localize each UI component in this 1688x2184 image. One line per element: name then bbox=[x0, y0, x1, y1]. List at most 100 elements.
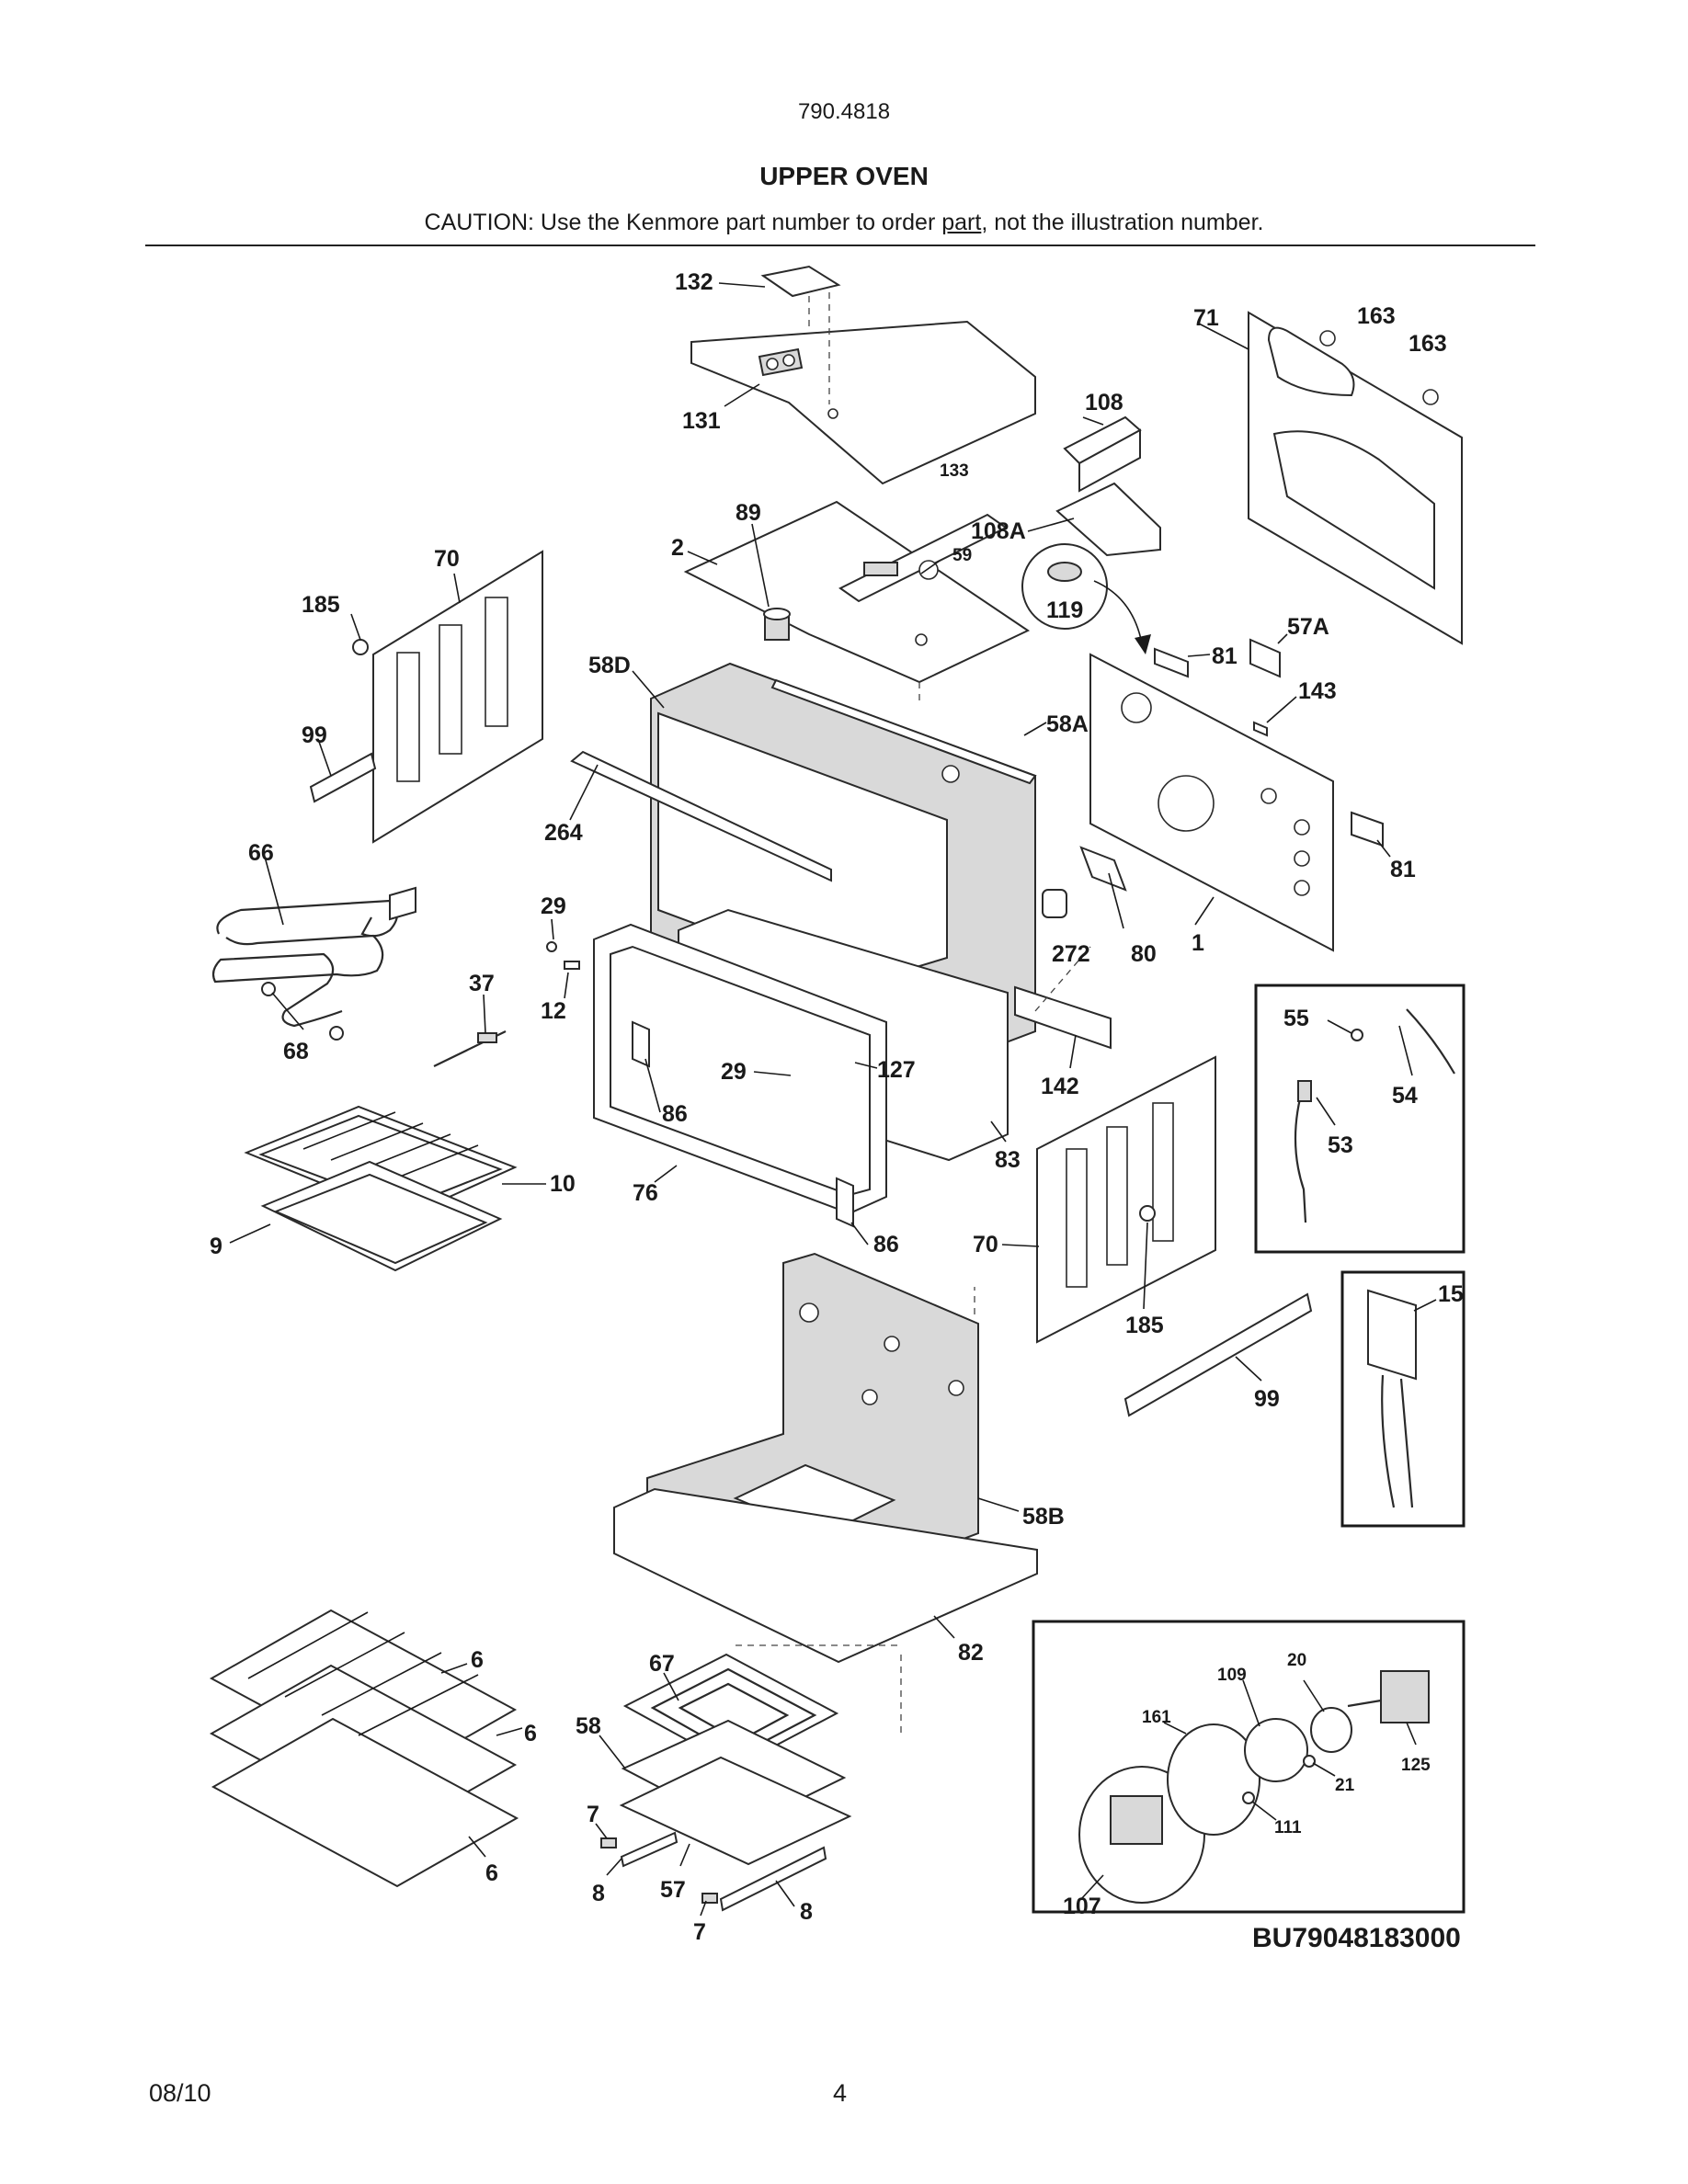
label-82: 82 bbox=[958, 1640, 984, 1666]
nut-21-part bbox=[1303, 1755, 1316, 1768]
label-15: 15 bbox=[1438, 1281, 1464, 1307]
label-58a: 58A bbox=[1046, 711, 1089, 737]
thermostat-callout bbox=[1021, 543, 1151, 654]
label-55: 55 bbox=[1283, 1006, 1309, 1031]
bottom-frame-part bbox=[613, 1487, 1038, 1664]
label-83: 83 bbox=[995, 1147, 1021, 1173]
top-bracket-part bbox=[760, 265, 841, 404]
nut-111-part bbox=[1242, 1792, 1255, 1804]
label-272: 272 bbox=[1052, 941, 1090, 967]
fan-motor-125-part bbox=[1347, 1670, 1430, 1723]
label-99-lower: 99 bbox=[1254, 1386, 1280, 1412]
fan-disc-20-part bbox=[1310, 1707, 1352, 1753]
label-6-upper: 6 bbox=[471, 1647, 484, 1673]
top-cover-part bbox=[690, 320, 1036, 485]
alignment-dashes bbox=[736, 682, 1091, 1737]
nut-185-left-part bbox=[352, 639, 369, 655]
sensor-37-part bbox=[433, 1030, 507, 1067]
label-71: 71 bbox=[1193, 305, 1219, 331]
section-title: UPPER OVEN bbox=[759, 162, 929, 190]
temperature-sensor-assembly-part bbox=[763, 608, 791, 641]
label-133: 133 bbox=[940, 461, 969, 481]
oven-racks-part bbox=[209, 1609, 519, 1888]
screw-7-left-part bbox=[600, 1837, 617, 1848]
label-57: 57 bbox=[660, 1877, 686, 1903]
caution-underlined-word: part bbox=[941, 210, 982, 235]
label-163-upper: 163 bbox=[1357, 303, 1396, 329]
label-54: 54 bbox=[1392, 1083, 1418, 1109]
label-21: 21 bbox=[1335, 1776, 1355, 1795]
label-161: 161 bbox=[1142, 1708, 1171, 1727]
label-125: 125 bbox=[1401, 1756, 1431, 1775]
probe-53-54-55-part bbox=[1294, 1008, 1455, 1223]
label-70-upper: 70 bbox=[434, 546, 460, 572]
label-58d: 58D bbox=[588, 653, 631, 678]
label-99-upper: 99 bbox=[302, 722, 327, 748]
spacer-272-part bbox=[1042, 889, 1067, 918]
bracket-8-right-part bbox=[719, 1846, 827, 1912]
label-57a: 57A bbox=[1287, 614, 1329, 640]
label-2: 2 bbox=[671, 535, 684, 561]
fan-callout-box-15 bbox=[1340, 1270, 1466, 1528]
motor-relay-15-part bbox=[1367, 1289, 1417, 1508]
bottom-plate-57-part bbox=[619, 1756, 852, 1866]
fan-shroud-161-part bbox=[1167, 1723, 1260, 1836]
bracket-81-lower-part bbox=[1351, 811, 1384, 847]
label-163-lower: 163 bbox=[1409, 331, 1447, 357]
label-1: 1 bbox=[1192, 930, 1204, 956]
broil-element-part bbox=[211, 886, 416, 1028]
label-108: 108 bbox=[1085, 390, 1123, 415]
label-70-lower: 70 bbox=[973, 1232, 998, 1257]
label-109: 109 bbox=[1217, 1666, 1247, 1685]
caution-note: CAUTION: Use the Kenmore part number to … bbox=[0, 210, 1688, 236]
label-53: 53 bbox=[1328, 1132, 1353, 1158]
label-185-upper: 185 bbox=[302, 592, 340, 618]
label-89: 89 bbox=[736, 500, 761, 526]
label-58b: 58B bbox=[1022, 1504, 1065, 1530]
label-185-lower: 185 bbox=[1125, 1313, 1164, 1338]
screw-7-right-part bbox=[701, 1893, 718, 1904]
diagram-code: BU79048183000 bbox=[1252, 1923, 1461, 1953]
bracket-81-upper-part bbox=[1154, 647, 1189, 678]
label-29-lower: 29 bbox=[721, 1059, 747, 1085]
door-frame-part bbox=[593, 923, 887, 1215]
bracket-80-part bbox=[1079, 846, 1127, 892]
label-81-lower: 81 bbox=[1390, 857, 1416, 882]
label-20: 20 bbox=[1287, 1651, 1306, 1670]
screw-29-upper-part bbox=[546, 941, 557, 952]
label-10: 10 bbox=[550, 1171, 576, 1197]
label-86-upper: 86 bbox=[662, 1101, 688, 1127]
label-8-right: 8 bbox=[800, 1899, 813, 1925]
bracket-57a-part bbox=[1249, 638, 1281, 678]
vent-trim-142-part bbox=[1014, 985, 1112, 1050]
label-6-lower: 6 bbox=[485, 1860, 498, 1886]
clip-143-part bbox=[1253, 721, 1268, 737]
label-143: 143 bbox=[1298, 678, 1337, 704]
label-131: 131 bbox=[682, 408, 721, 434]
hinge-clip-12-part bbox=[564, 961, 580, 970]
rear-cover-panel-part bbox=[1248, 311, 1463, 645]
fan-blade-109-part bbox=[1244, 1718, 1308, 1782]
label-58: 58 bbox=[576, 1713, 601, 1739]
page-number: 4 bbox=[833, 2079, 848, 2107]
label-86-lower: 86 bbox=[873, 1232, 899, 1257]
label-111: 111 bbox=[1274, 1818, 1302, 1837]
broil-grid-part bbox=[244, 1105, 518, 1219]
rail-99-left-part bbox=[309, 752, 377, 803]
broil-pan-part bbox=[260, 1160, 503, 1272]
header-divider bbox=[145, 245, 1535, 246]
label-76: 76 bbox=[633, 1180, 658, 1206]
label-132: 132 bbox=[675, 269, 713, 295]
label-7-lower: 7 bbox=[693, 1919, 706, 1945]
top-plate-part bbox=[683, 500, 1031, 684]
label-66: 66 bbox=[248, 840, 274, 866]
bracket-8-left-part bbox=[620, 1831, 679, 1868]
label-67: 67 bbox=[649, 1651, 675, 1677]
label-80: 80 bbox=[1131, 941, 1157, 967]
label-142: 142 bbox=[1041, 1074, 1079, 1099]
footer-date: 08/10 bbox=[149, 2079, 211, 2107]
back-panel-part bbox=[1089, 653, 1334, 952]
label-108a: 108A bbox=[971, 518, 1026, 544]
probe-callout-box bbox=[1254, 984, 1466, 1254]
rail-99-right-part bbox=[1123, 1292, 1313, 1417]
